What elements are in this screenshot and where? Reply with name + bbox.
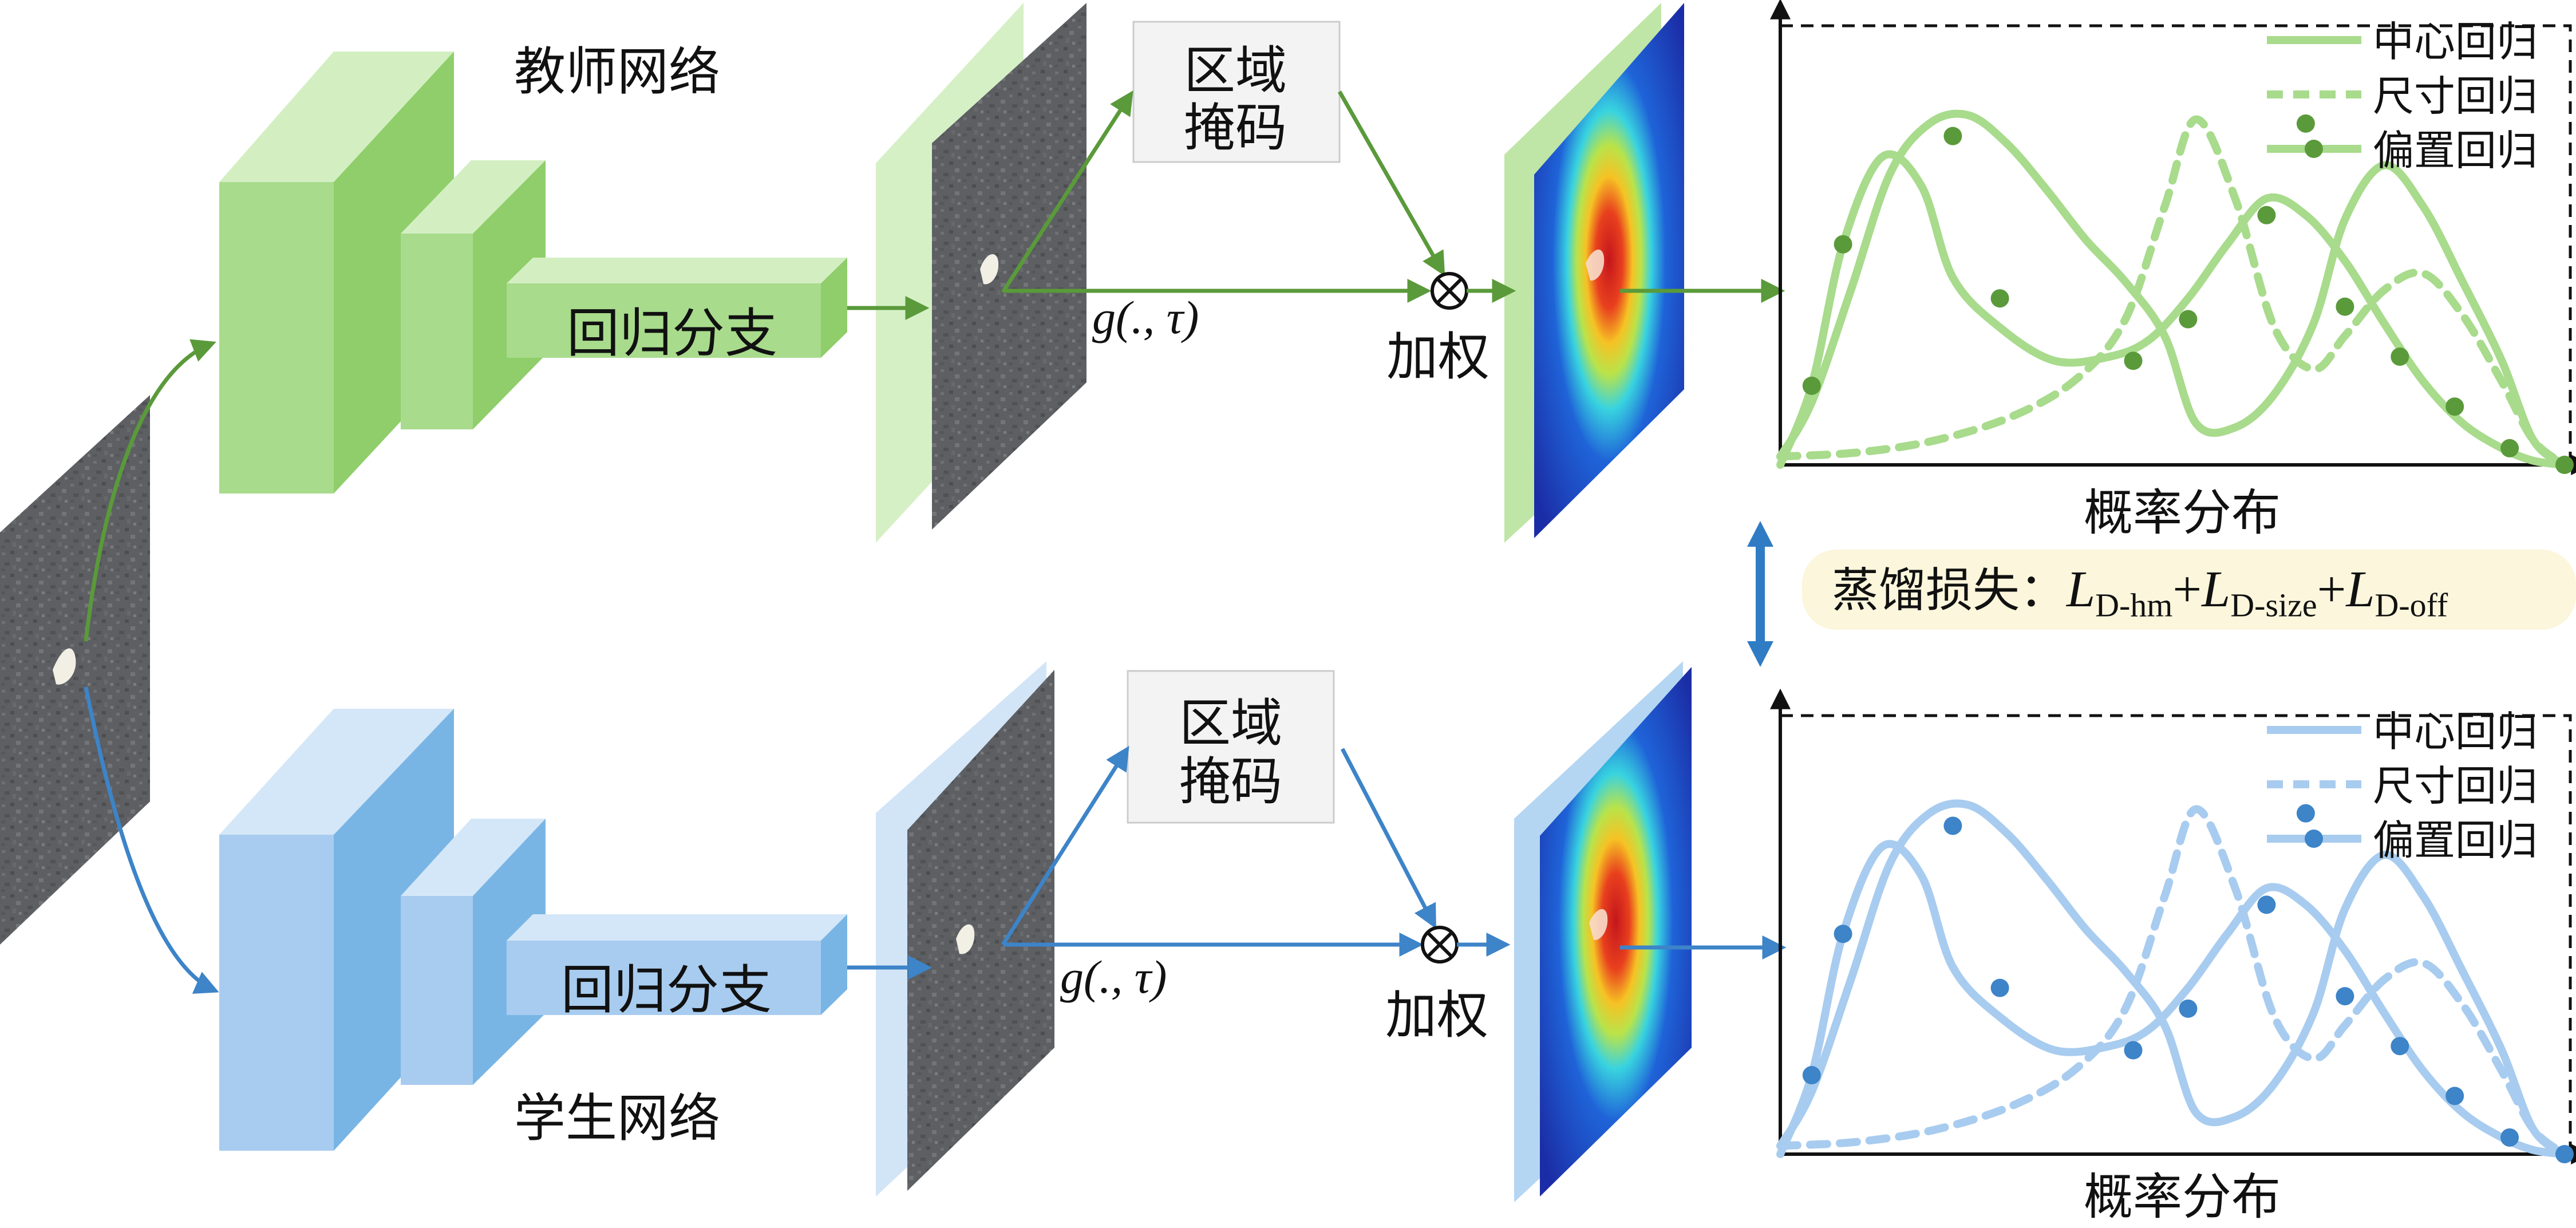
teacher-chart-xlabel: 概率分布 <box>2084 484 2281 542</box>
series-line-1 <box>1776 109 2569 469</box>
teacher-input-arrow <box>84 339 216 642</box>
series-marker <box>2124 352 2143 370</box>
series-marker <box>1834 235 1852 254</box>
loss-double-arrow <box>1747 521 1773 667</box>
teacher-weighted-heatmap <box>1504 3 1684 543</box>
legend-label-1: 中心回归 <box>2373 18 2538 66</box>
student-network-label: 学生网络 <box>514 1088 720 1148</box>
teacher-network-label: 教师网络 <box>514 42 720 102</box>
student-g-function-label: g(., τ) <box>1060 951 1167 1003</box>
loss-term-l3: L <box>2346 561 2375 618</box>
teacher-mask-label-line1: 区域 <box>1184 41 1287 101</box>
distillation-loss-label: 蒸馏损失：LD-hm+LD-size+LD-off <box>1832 558 2448 637</box>
teacher-feature-map <box>876 3 1086 543</box>
series-marker <box>2179 999 2198 1018</box>
series-marker <box>2391 1037 2409 1056</box>
series-marker <box>2555 1145 2574 1163</box>
series-marker <box>2391 347 2409 366</box>
loss-sub-hm: D-hm <box>2095 586 2173 624</box>
legend-marker <box>2305 830 2323 848</box>
series-marker <box>2336 297 2354 316</box>
series-marker <box>1802 1066 1821 1085</box>
student-mask-out-arrow <box>1340 748 1436 929</box>
series-marker <box>1943 127 1962 145</box>
legend-label-2: 尺寸回归 <box>2373 72 2538 120</box>
teacher-region-mask-box <box>1132 21 1341 163</box>
student-feature-map <box>876 661 1054 1197</box>
loss-sub-size: D-size <box>2230 586 2317 624</box>
teacher-mask-out-arrow <box>1337 90 1445 277</box>
chart-frame <box>1780 714 2572 1154</box>
student-weight-label: 加权 <box>1385 985 1488 1045</box>
series-line-1 <box>1776 799 2569 1158</box>
series-marker <box>2257 895 2276 914</box>
series-marker <box>2336 987 2354 1006</box>
series-marker <box>1943 816 1962 835</box>
series-marker <box>2500 1128 2519 1147</box>
loss-term-l2: L <box>2202 561 2231 618</box>
student-chart-xlabel: 概率分布 <box>2084 1168 2281 1226</box>
teacher-weight-label: 加权 <box>1386 327 1490 387</box>
series-marker <box>2257 206 2276 224</box>
legend-label-3: 偏置回归 <box>2373 816 2538 864</box>
legend-label-2: 尺寸回归 <box>2373 762 2538 810</box>
student-region-mask-box <box>1127 670 1335 824</box>
teacher-mask-label-line2: 掩码 <box>1184 98 1287 158</box>
loss-term-l1: L <box>2067 561 2096 618</box>
teacher-g-function-label: g(., τ) <box>1092 291 1199 343</box>
chart-frame <box>1780 24 2572 465</box>
series-line-2 <box>1776 115 2569 469</box>
series-line-2 <box>1776 805 2569 1158</box>
teacher-regression-branch <box>507 258 847 358</box>
series-marker <box>2124 1041 2143 1060</box>
student-mask-arrow <box>1001 745 1129 946</box>
input-image <box>0 395 150 945</box>
student-branch-label: 回归分支 <box>561 960 772 1021</box>
series-line-3 <box>1776 840 2569 1158</box>
student-weighted-heatmap <box>1514 661 1692 1202</box>
series-marker <box>1802 376 1821 395</box>
series-marker <box>2500 439 2519 457</box>
teacher-branch-label: 回归分支 <box>567 303 778 364</box>
legend-label-1: 中心回归 <box>2373 708 2538 756</box>
series-marker <box>2296 804 2315 823</box>
series-marker <box>1834 925 1852 943</box>
student-network-block <box>219 709 546 1151</box>
series-marker <box>2555 456 2574 474</box>
distillation-loss-box <box>1802 550 2576 630</box>
teacher-network-block <box>219 52 546 493</box>
series-marker <box>2179 310 2198 329</box>
student-input-arrow <box>84 686 219 994</box>
loss-plus-1: + <box>2172 561 2202 618</box>
legend-marker <box>2305 140 2323 158</box>
series-marker <box>2445 1087 2464 1105</box>
student-regression-branch <box>507 914 847 1015</box>
loss-prefix: 蒸馏损失： <box>1832 563 2067 618</box>
teacher-mask-arrow <box>1001 90 1133 293</box>
series-marker <box>1990 289 2009 308</box>
series-marker <box>1990 978 2009 997</box>
loss-sub-off: D-off <box>2374 586 2448 624</box>
student-mask-label-line1: 区域 <box>1179 693 1282 753</box>
series-marker <box>2445 397 2464 416</box>
student-mask-label-line2: 掩码 <box>1179 752 1282 812</box>
legend-label-3: 偏置回归 <box>2373 127 2538 175</box>
series-line-3 <box>1776 150 2569 469</box>
series-marker <box>2296 114 2315 133</box>
loss-plus-2: + <box>2317 561 2346 618</box>
